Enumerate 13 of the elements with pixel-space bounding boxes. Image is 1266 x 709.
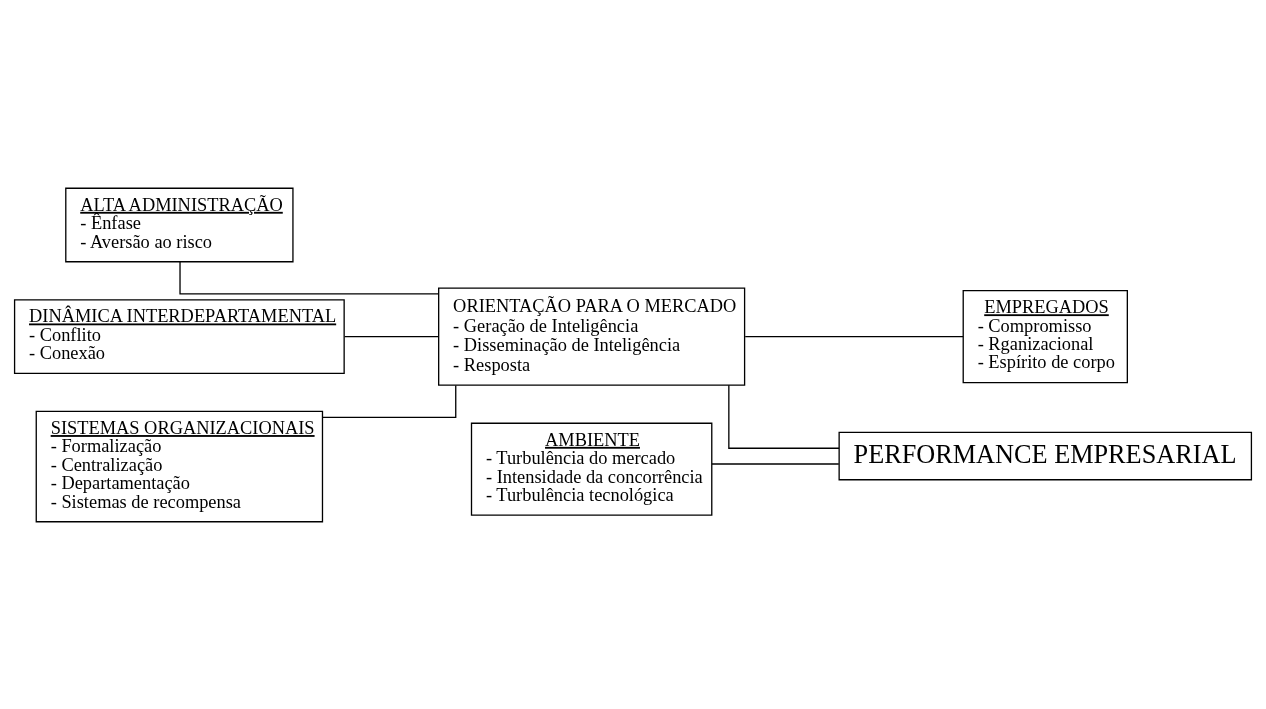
node-box: PERFORMANCE EMPRESARIAL [838, 431, 1253, 480]
node-box: EMPREGADOS - Compromisso - Rganizacional - Espírito de corpo [962, 289, 1128, 383]
connector [344, 335, 440, 337]
connector [711, 462, 840, 465]
node-box: ALTA ADMINISTRAÇÃO - Ênfase - Aversão ao risco [65, 187, 294, 262]
connector [728, 384, 840, 449]
connector [179, 260, 439, 295]
connector [744, 335, 964, 337]
node-box: DINÂMICA INTERDEPARTAMENTAL - Conflito - Conexão [13, 298, 345, 374]
node-box: ORIENTAÇÃO PARA O MERCADO - Geração de Inteligência - Disseminação de Inteligência - Resposta [438, 286, 746, 386]
node-box: SISTEMAS ORGANIZACIONAIS - Formalização - Centralização - Departamentação - Sistemas de recompensa [35, 410, 324, 522]
connector [322, 384, 457, 418]
node-box: AMBIENTE - Turbulência do mercado - Intensidade da concorrência - Turbulência tecnológica [470, 422, 713, 516]
